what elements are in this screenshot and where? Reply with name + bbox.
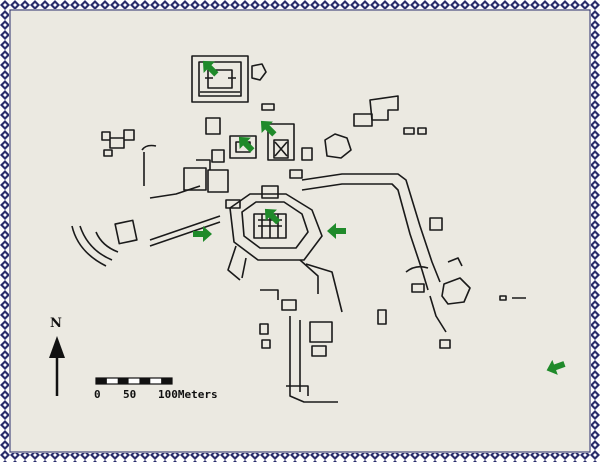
green-arrow-marker (193, 226, 212, 242)
scale-tick-label: 50 (123, 388, 137, 401)
causeway (301, 173, 441, 291)
green-arrow-marker (546, 359, 566, 375)
south-structures (259, 289, 387, 403)
west-ruins (71, 215, 221, 267)
markers-layer (193, 60, 566, 375)
green-arrow-marker (260, 120, 277, 137)
central-acropolis (225, 185, 343, 313)
green-arrow-marker (264, 208, 281, 225)
scale-tick-label: 0 (94, 388, 101, 401)
scale-segment (117, 378, 129, 384)
upper-structures (205, 117, 352, 179)
green-arrow-marker (202, 60, 219, 77)
scale-segment (139, 378, 151, 384)
green-arrow-marker (238, 136, 255, 153)
scale-tick-label: 100Meters (158, 388, 218, 401)
scale-segment (161, 378, 172, 384)
north-label: N (50, 316, 62, 331)
north-structure (191, 55, 275, 111)
left-structures (101, 129, 229, 199)
green-arrow-marker (327, 223, 346, 239)
north-arrow (49, 336, 65, 396)
scale-segment (96, 378, 107, 384)
east-structures (353, 95, 526, 349)
scale-bar (95, 377, 173, 385)
